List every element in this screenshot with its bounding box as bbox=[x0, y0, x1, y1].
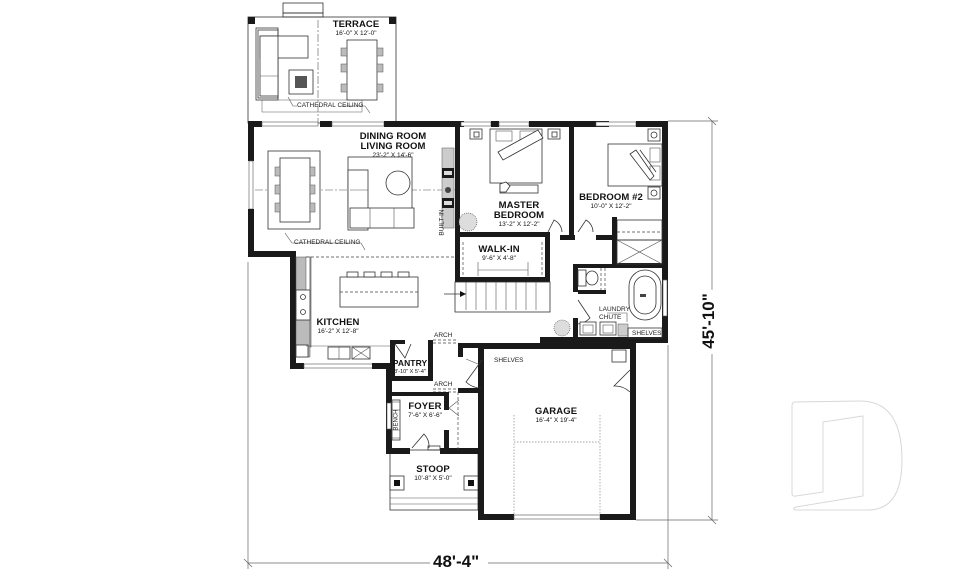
note-cathedral-ceiling-terrace: CATHEDRAL CEILING bbox=[297, 102, 364, 109]
room-dims: 23'-2" X 14'-6" bbox=[372, 152, 414, 159]
master-bathroom bbox=[553, 264, 663, 340]
living-dining-furniture bbox=[255, 127, 460, 251]
room-dims: 16'-2" X 12'-8" bbox=[317, 328, 359, 335]
kitchen-furniture bbox=[295, 256, 455, 360]
room-stoop: STOOP 10'-8" X 5'-0" bbox=[414, 465, 451, 483]
room-name: PANTRY bbox=[392, 358, 428, 368]
room-dims: 3'-10" X 5'-4" bbox=[394, 369, 426, 375]
note-cathedral-ceiling-living: CATHEDRAL CEILING bbox=[294, 239, 361, 246]
pantry-hall-foyer bbox=[386, 339, 483, 451]
room-name: WALK-IN bbox=[478, 244, 520, 255]
room-dims: 10'-8" X 5'-0" bbox=[414, 475, 452, 482]
room-dims: 7'-6" X 6'-6" bbox=[408, 412, 442, 419]
walk-in-and-stairs bbox=[444, 232, 551, 313]
room-name-line1: DINING ROOM bbox=[359, 131, 427, 142]
room-bedroom-2: BEDROOM #2 10'-0" X 12'-2" bbox=[579, 193, 643, 211]
room-name: FOYER bbox=[408, 401, 442, 412]
room-name: GARAGE bbox=[534, 406, 578, 417]
overall-depth-dimension: 45'-10" bbox=[698, 290, 719, 352]
room-dims: 16'-0" X 12'-0" bbox=[335, 30, 377, 37]
watermark-logo-icon bbox=[791, 400, 903, 511]
room-dims: 10'-0" X 12'-2" bbox=[590, 203, 632, 210]
room-terrace: TERRACE 16'-0" X 12'-0" bbox=[333, 20, 380, 38]
room-name: TERRACE bbox=[332, 19, 380, 30]
room-name: STOOP bbox=[416, 464, 450, 475]
room-walk-in: WALK-IN 9'-6" X 4'-8" bbox=[478, 245, 519, 263]
note-arch-upper: ARCH bbox=[434, 332, 453, 339]
bedroom2-furniture bbox=[607, 128, 663, 268]
room-pantry: PANTRY 3'-10" X 5'-4" bbox=[393, 358, 428, 376]
room-name-line2: LIVING ROOM bbox=[360, 141, 426, 152]
note-arch-lower: ARCH bbox=[434, 381, 453, 388]
room-name-line1: MASTER bbox=[498, 200, 540, 211]
room-dims: 16'-4" X 19'-4" bbox=[535, 417, 577, 424]
room-name: KITCHEN bbox=[316, 317, 360, 328]
note-bench: BENCH bbox=[393, 409, 400, 431]
note-laundry: LAUNDRY bbox=[599, 306, 630, 313]
note-built-in: BUILT-IN bbox=[438, 209, 446, 236]
note-shelves-bath: SHELVES bbox=[632, 330, 662, 337]
room-dining-living: DINING ROOM LIVING ROOM 23'-2" X 14'-6" bbox=[360, 132, 427, 160]
terrace-area bbox=[247, 2, 397, 124]
dimension-lines bbox=[243, 116, 718, 569]
room-foyer: FOYER 7'-6" X 6'-6" bbox=[408, 402, 442, 420]
master-bedroom-furniture bbox=[455, 127, 616, 240]
room-master-bedroom: MASTER BEDROOM 13'-2" X 12'-2" bbox=[494, 201, 544, 229]
exterior-walls bbox=[248, 121, 668, 520]
room-dims: 9'-6" X 4'-8" bbox=[482, 255, 516, 262]
note-chute: CHUTE bbox=[599, 314, 622, 321]
note-shelves-garage: SHELVES bbox=[494, 357, 524, 364]
room-kitchen: KITCHEN 16'-2" X 12'-8" bbox=[317, 318, 360, 336]
room-name-line2: BEDROOM bbox=[493, 210, 545, 221]
room-garage: GARAGE 16'-4" X 19'-4" bbox=[535, 407, 577, 425]
room-dims: 13'-2" X 12'-2" bbox=[498, 221, 540, 228]
room-name: BEDROOM #2 bbox=[579, 192, 643, 203]
overall-width-dimension: 48'-4" bbox=[430, 552, 483, 572]
